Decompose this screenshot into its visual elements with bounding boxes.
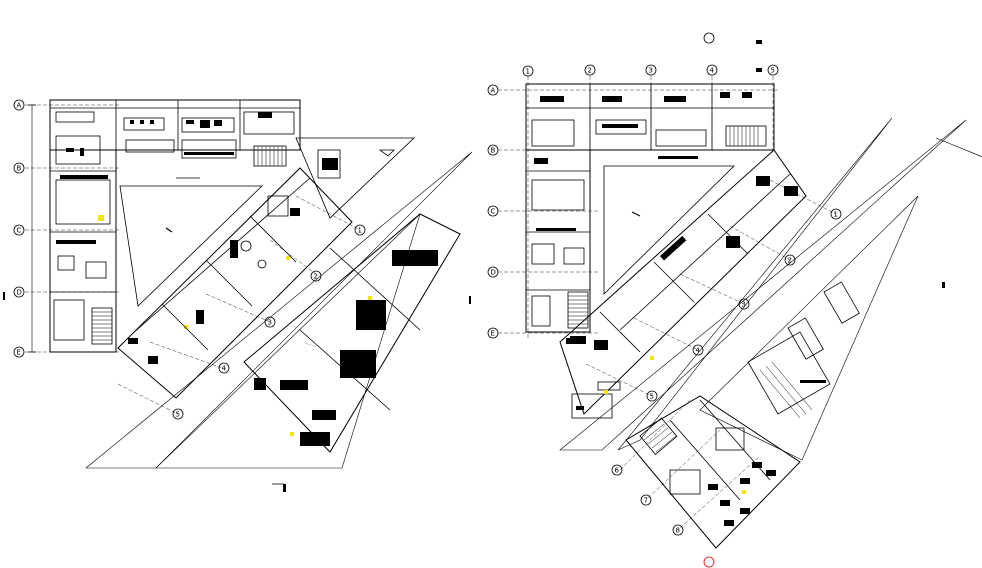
svg-text:3: 3 bbox=[268, 319, 272, 327]
svg-text:D: D bbox=[17, 289, 22, 297]
right-grid-col-3: 3 bbox=[645, 64, 657, 76]
svg-text:3: 3 bbox=[742, 301, 746, 309]
svg-text:5: 5 bbox=[650, 393, 654, 401]
right-radial-axis-5: 5 bbox=[646, 390, 658, 402]
right-grid-col-1: 1 bbox=[522, 65, 534, 77]
right-floor-plan: 1 2 3 4 5 A B C D E bbox=[469, 32, 982, 568]
right-grid-row-e: E bbox=[487, 327, 499, 339]
right-radial-axis-6: 6 bbox=[611, 464, 623, 476]
left-floor-plan: A B C D E bbox=[3, 99, 473, 492]
right-radial-axis-8: 8 bbox=[672, 524, 684, 536]
svg-text:A: A bbox=[491, 87, 496, 95]
svg-text:··········: ·········· bbox=[304, 340, 318, 349]
right-grid-col-2: 2 bbox=[584, 64, 596, 76]
right-grid-row-a: A bbox=[487, 84, 499, 96]
right-radial-axis-4: 4 bbox=[692, 344, 704, 356]
svg-text:C: C bbox=[17, 227, 22, 235]
svg-text:8: 8 bbox=[676, 527, 680, 535]
left-radial-axis-2: 2 bbox=[310, 270, 322, 282]
left-grid-row-a: A bbox=[13, 99, 25, 111]
svg-text:4: 4 bbox=[696, 347, 701, 355]
left-grid-row-c: C bbox=[13, 224, 25, 236]
svg-text:5: 5 bbox=[771, 67, 775, 75]
right-grid-row-d: D bbox=[487, 266, 499, 278]
svg-text:1: 1 bbox=[834, 211, 838, 219]
left-grid-row-e: E bbox=[13, 346, 25, 358]
svg-text:3: 3 bbox=[649, 67, 653, 75]
right-grid-row-c: C bbox=[487, 205, 499, 217]
svg-text:C: C bbox=[491, 208, 496, 216]
svg-text:B: B bbox=[17, 165, 22, 173]
svg-text:E: E bbox=[17, 349, 21, 357]
svg-text:5: 5 bbox=[176, 411, 180, 419]
svg-text:7: 7 bbox=[644, 497, 648, 505]
right-grid-col-5: 5 bbox=[767, 64, 779, 76]
left-radial-axis-1: 1 bbox=[354, 224, 366, 236]
left-radial-axis-3: 3 bbox=[264, 316, 276, 328]
svg-text:2: 2 bbox=[314, 273, 318, 281]
svg-text:4: 4 bbox=[222, 365, 227, 373]
left-radial-axis-4: 4 bbox=[218, 362, 230, 374]
left-grid-row-d: D bbox=[13, 286, 25, 298]
svg-text:B: B bbox=[491, 147, 496, 155]
right-radial-axis-1: 1 bbox=[830, 208, 842, 220]
right-grid-col-4: 4 bbox=[706, 64, 718, 76]
svg-text:1: 1 bbox=[358, 227, 362, 235]
svg-text:A: A bbox=[17, 102, 22, 110]
left-grid-row-b: B bbox=[13, 162, 25, 174]
svg-text:4: 4 bbox=[710, 67, 715, 75]
red-marker-icon bbox=[703, 556, 715, 568]
svg-text:D: D bbox=[491, 269, 496, 277]
right-radial-axis-3: 3 bbox=[738, 298, 750, 310]
left-radial-axis-5: 5 bbox=[172, 408, 184, 420]
right-grid-row-b: B bbox=[487, 144, 499, 156]
svg-text:2: 2 bbox=[788, 257, 792, 265]
svg-text:6: 6 bbox=[615, 467, 620, 475]
right-radial-axis-7: 7 bbox=[640, 494, 652, 506]
right-radial-axis-2: 2 bbox=[784, 254, 796, 266]
svg-text:1: 1 bbox=[526, 68, 530, 76]
svg-text:E: E bbox=[491, 330, 495, 338]
svg-text:2: 2 bbox=[588, 67, 592, 75]
